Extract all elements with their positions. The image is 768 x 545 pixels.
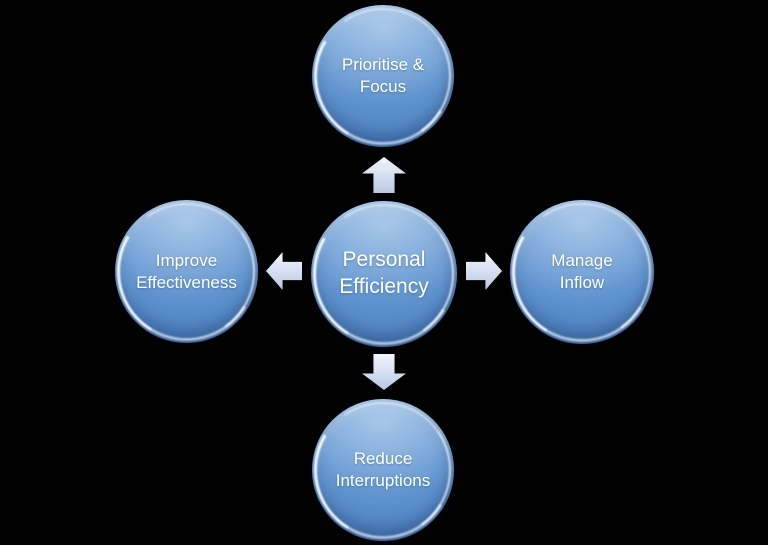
up-arrow-icon	[362, 157, 406, 193]
node-reduce-interruptions: Reduce Interruptions	[312, 399, 454, 541]
left-arrow-icon	[266, 252, 302, 290]
node-label: Reduce Interruptions	[335, 449, 431, 490]
node-prioritise-focus: Prioritise & Focus	[312, 5, 454, 147]
node-label: Improve Effectiveness	[136, 250, 237, 292]
node-label: Personal Efficiency	[339, 248, 429, 298]
node-personal-efficiency: Personal Efficiency	[311, 201, 457, 347]
node-improve-effectiveness: Improve Effectiveness	[115, 200, 258, 343]
node-manage-inflow: Manage Inflow	[510, 200, 654, 344]
down-arrow-icon	[362, 354, 406, 390]
node-label: Manage Inflow	[551, 251, 613, 292]
right-arrow-icon	[466, 252, 502, 290]
node-label: Prioritise & Focus	[341, 55, 425, 96]
